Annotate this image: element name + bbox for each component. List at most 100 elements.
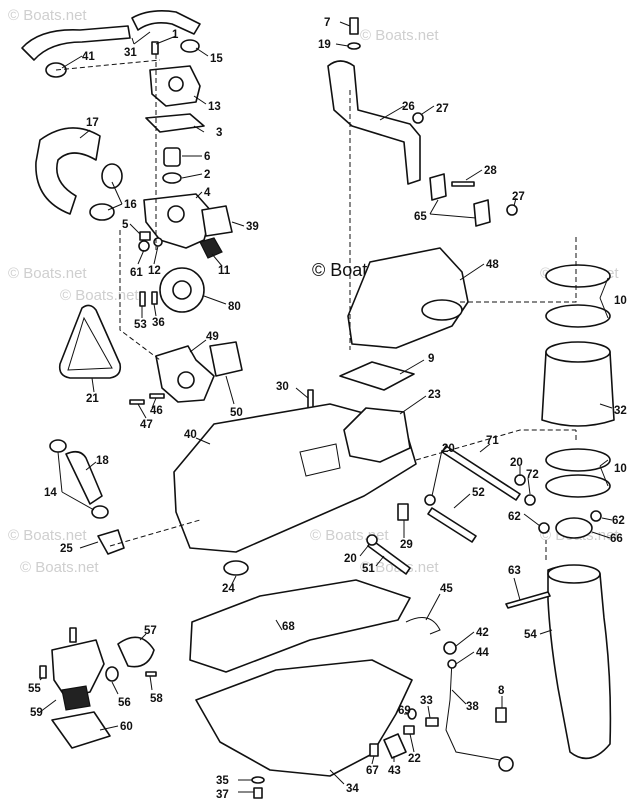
callout-21: 21 [86,393,99,405]
manifold-riser-23 [343,407,411,463]
leader-line [225,375,235,405]
stud-28 [451,181,475,187]
callout-33: 33 [420,695,433,707]
callout-6: 6 [204,151,210,163]
leader-line [599,277,609,299]
callout-1: 1 [172,29,179,41]
callout-69: 69 [398,705,411,717]
housing-port [168,76,184,92]
callout-53: 53 [134,319,147,331]
callout-16: 16 [124,199,137,211]
oring-2 [162,172,182,184]
callout-13: 13 [208,101,221,113]
tube-38 [445,659,501,761]
callout-50: 50 [230,407,243,419]
callout-45: 45 [440,583,453,595]
leader-line [193,125,205,133]
sensor-11 [199,237,223,259]
exhaust-pipe-54 [547,565,612,760]
watermark-text: © Boats.net [8,265,87,282]
callout-47: 47 [140,419,153,431]
leader-line [455,631,475,647]
callout-49: 49 [206,331,219,343]
leader-line [339,21,351,27]
callout-42: 42 [476,627,489,639]
leader-line [181,173,203,179]
callout-55: 55 [28,683,41,695]
leader-line [465,169,483,181]
plate-66 [555,517,593,539]
callout-24: 24 [222,583,235,595]
leader-line [155,35,177,45]
oil-pump-59 [51,639,105,699]
callout-28: 28 [484,165,497,177]
clamp-15 [180,39,200,53]
watermark-text: © Boats.net [360,27,439,44]
elbow-outlet [421,299,463,321]
leader-line [79,129,91,139]
washer-19 [347,42,361,50]
assembly-line [119,230,161,361]
leader-line [153,303,157,317]
leader-line [371,755,375,765]
bolt-46 [149,393,165,399]
callout-20b: 20 [510,457,523,469]
parts-layer [21,10,615,799]
callout-48: 48 [486,259,499,271]
washer-35 [251,776,265,784]
callout-37: 37 [216,789,229,801]
pump-port [177,371,195,389]
callout-80: 80 [228,301,241,313]
watermark-text: © Boats.net [60,287,139,304]
leader-line [91,377,95,393]
callout-2: 2 [204,169,210,181]
leader-line [193,95,207,105]
cap-42 [443,641,457,655]
assembly-line [55,59,161,71]
leader-line [189,339,207,353]
callout-46: 46 [150,405,163,417]
leader-line [111,181,123,205]
clamp-10a [545,264,611,288]
stud-52 [427,507,477,543]
fitting-22 [403,725,415,735]
tube-end [498,756,514,772]
leader-line [85,461,97,471]
callout-39: 39 [246,221,259,233]
leader-line [61,55,83,69]
callout-40: 40 [184,429,197,441]
gasket-60 [51,711,111,749]
leader-line [479,443,491,453]
callout-27b: 27 [512,191,525,203]
leader-line [329,769,345,785]
hose-31-left [21,25,131,61]
callout-44: 44 [476,647,489,659]
hose-31-right [131,10,201,35]
leader-line [599,459,609,467]
leader-line [459,263,485,281]
callout-35: 35 [216,775,229,787]
hose-18 [65,450,103,505]
bolt-47 [129,399,145,405]
leader-line [111,681,119,695]
leader-line [231,575,237,585]
callout-17: 17 [86,117,99,129]
watermark-text: © Boats.net [8,527,87,544]
callout-65: 65 [414,211,427,223]
callout-57: 57 [144,625,157,637]
leader-line [591,531,611,539]
watermark-text: © Boats.net [20,559,99,576]
callout-5: 5 [122,219,129,231]
leader-line [275,619,283,631]
plug-24 [223,560,249,576]
leader-line [137,403,147,419]
assembly-line [415,429,576,461]
oil-pan-gasket-68 [189,579,411,673]
washer-20a [424,494,436,506]
assembly-lines [55,54,577,560]
leader-line [599,465,609,487]
callout-22: 22 [408,753,421,765]
callout-52: 52 [472,487,485,499]
belt-21 [58,304,122,379]
bolt-36 [151,291,158,305]
